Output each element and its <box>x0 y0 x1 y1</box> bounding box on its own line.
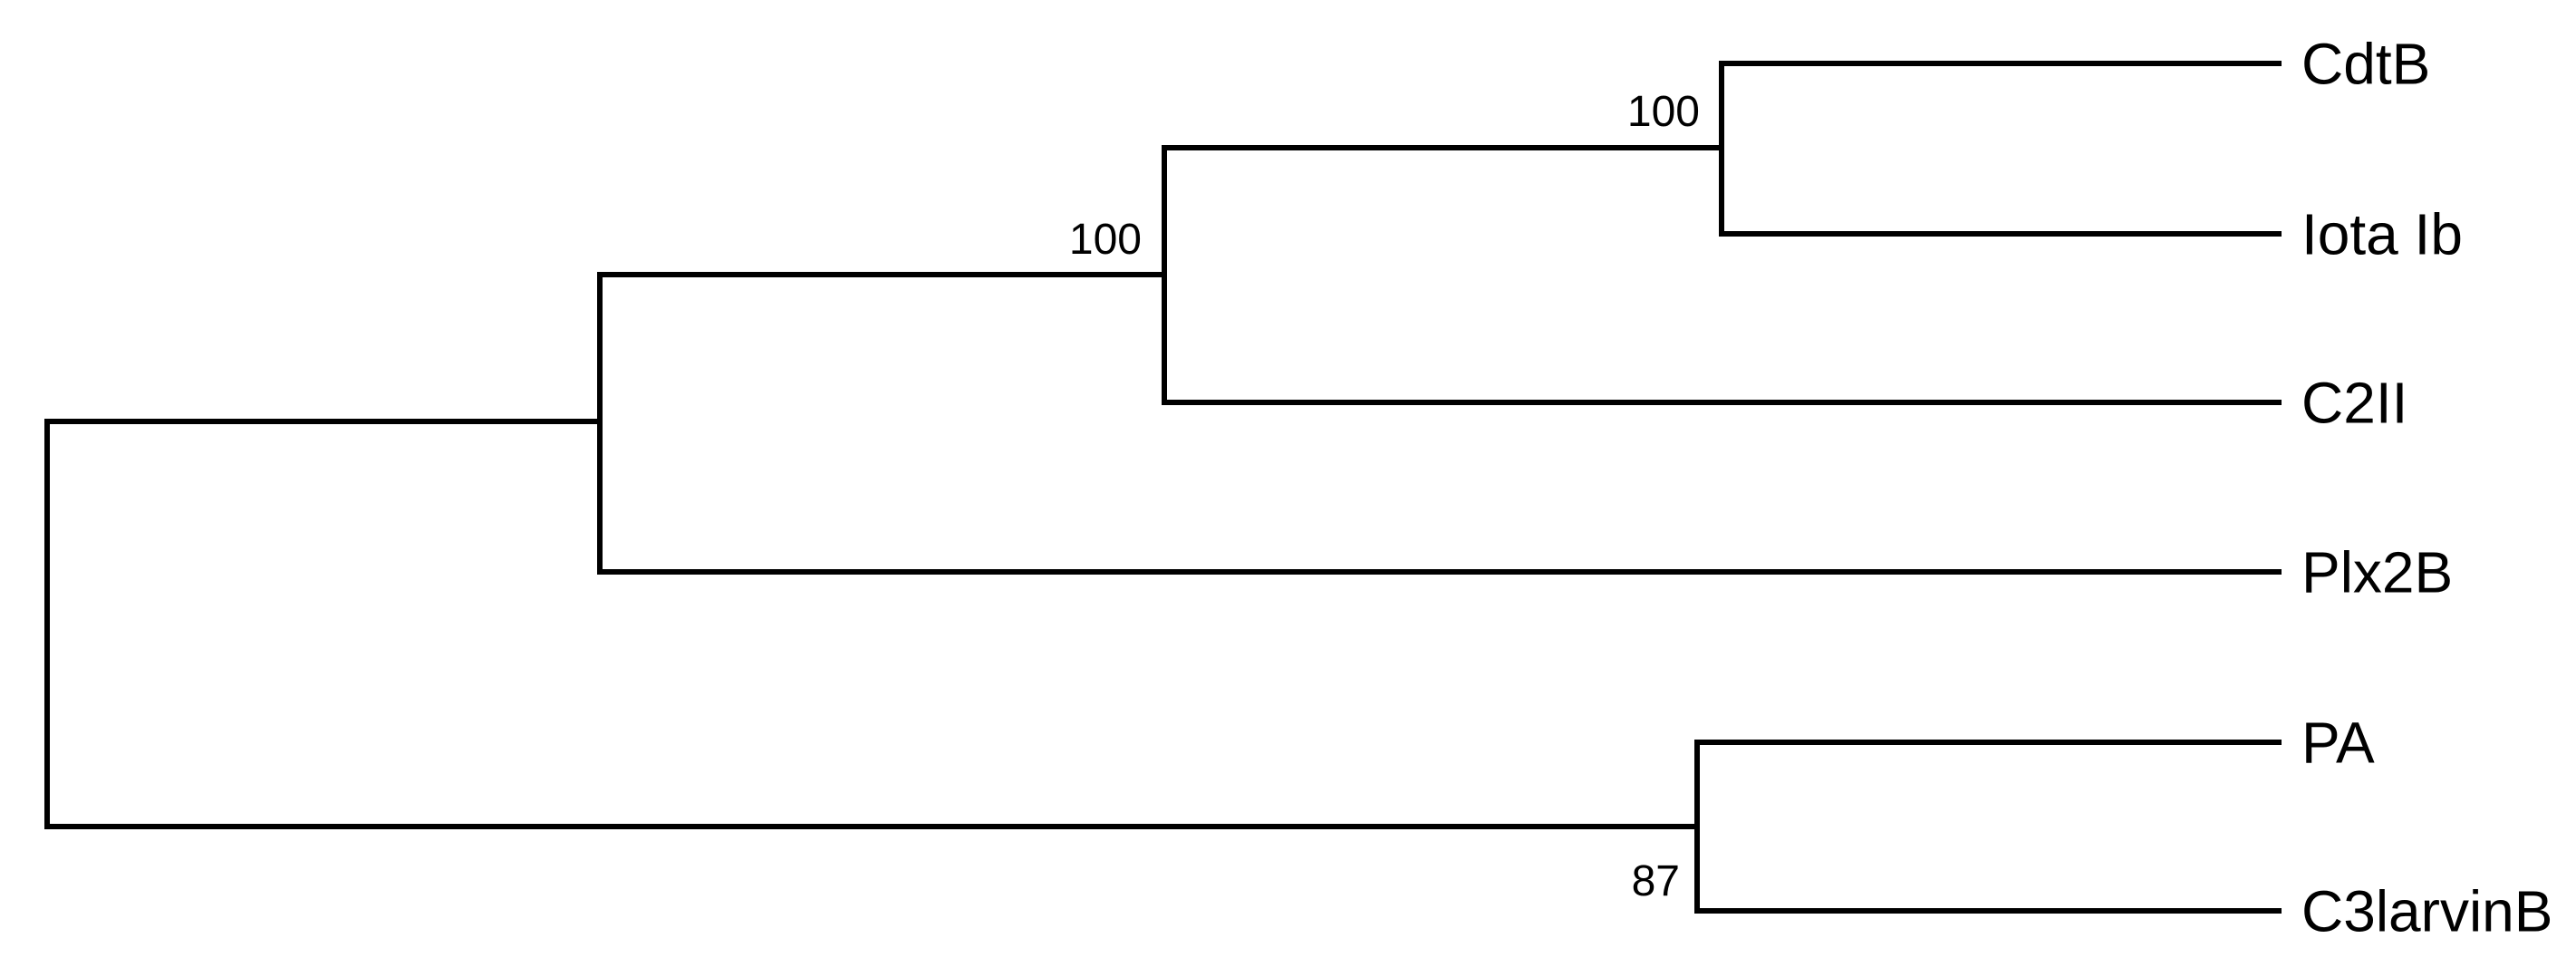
taxon-label: Iota Ib <box>2301 201 2463 266</box>
taxon-label: Plx2B <box>2301 539 2453 605</box>
bootstrap-support-label: 100 <box>1069 216 1142 264</box>
bootstrap-support-label: 100 <box>1627 88 1700 136</box>
taxon-label: C3larvinB <box>2301 878 2552 943</box>
taxon-label: PA <box>2301 710 2375 775</box>
bootstrap-support-label: 87 <box>1632 857 1680 905</box>
taxon-label: CdtB <box>2301 31 2430 96</box>
taxon-label: C2II <box>2301 370 2407 435</box>
